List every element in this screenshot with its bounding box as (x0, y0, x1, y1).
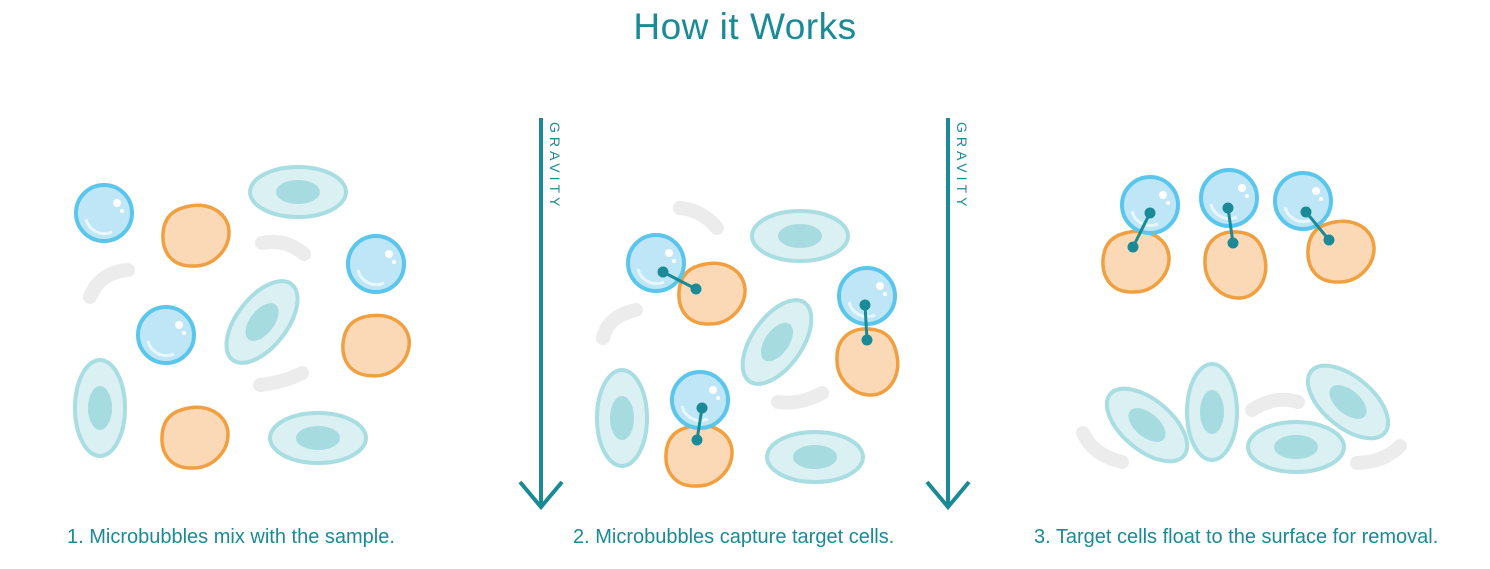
debris (253, 366, 309, 392)
step-1-caption: 1. Microbubbles mix with the sample. (67, 526, 395, 548)
cell (248, 165, 348, 219)
target-cell (161, 203, 231, 268)
target-cell (1306, 219, 1376, 284)
target-cell (339, 311, 413, 381)
microbubble (136, 305, 196, 365)
step-2-caption: 2. Microbubbles capture target cells. (573, 526, 895, 548)
debris (1350, 439, 1407, 470)
debris (1245, 392, 1305, 417)
cell (765, 430, 865, 484)
cell (1185, 362, 1239, 462)
target-cell (160, 405, 230, 470)
microbubble (1120, 175, 1180, 235)
page-title: How it Works (633, 6, 857, 47)
panel-1 (73, 165, 413, 470)
gravity-label: GRAVITY (954, 122, 970, 210)
gravity-arrow-2: GRAVITY (925, 118, 971, 511)
debris (83, 263, 135, 304)
linker (657, 266, 873, 446)
microbubble (626, 233, 686, 293)
linker (1127, 202, 1335, 253)
gravity-arrow-1: GRAVITY (518, 118, 564, 511)
debris (1076, 426, 1129, 469)
cell (210, 266, 314, 378)
debris (771, 386, 829, 410)
debris (255, 234, 311, 261)
microbubble (1273, 171, 1333, 231)
cell (595, 368, 649, 468)
microbubble (74, 183, 134, 243)
panel-2 (595, 201, 900, 488)
target-cell (677, 261, 747, 326)
cell (73, 358, 127, 458)
debris (596, 303, 643, 345)
step-3-caption: 3. Target cells float to the surface for… (1034, 526, 1439, 548)
cell (268, 411, 368, 465)
cell (1246, 420, 1346, 474)
cell (750, 209, 850, 263)
panel-3 (1076, 168, 1407, 478)
microbubble (346, 234, 406, 294)
debris (673, 201, 724, 235)
gravity-label: GRAVITY (547, 122, 563, 210)
